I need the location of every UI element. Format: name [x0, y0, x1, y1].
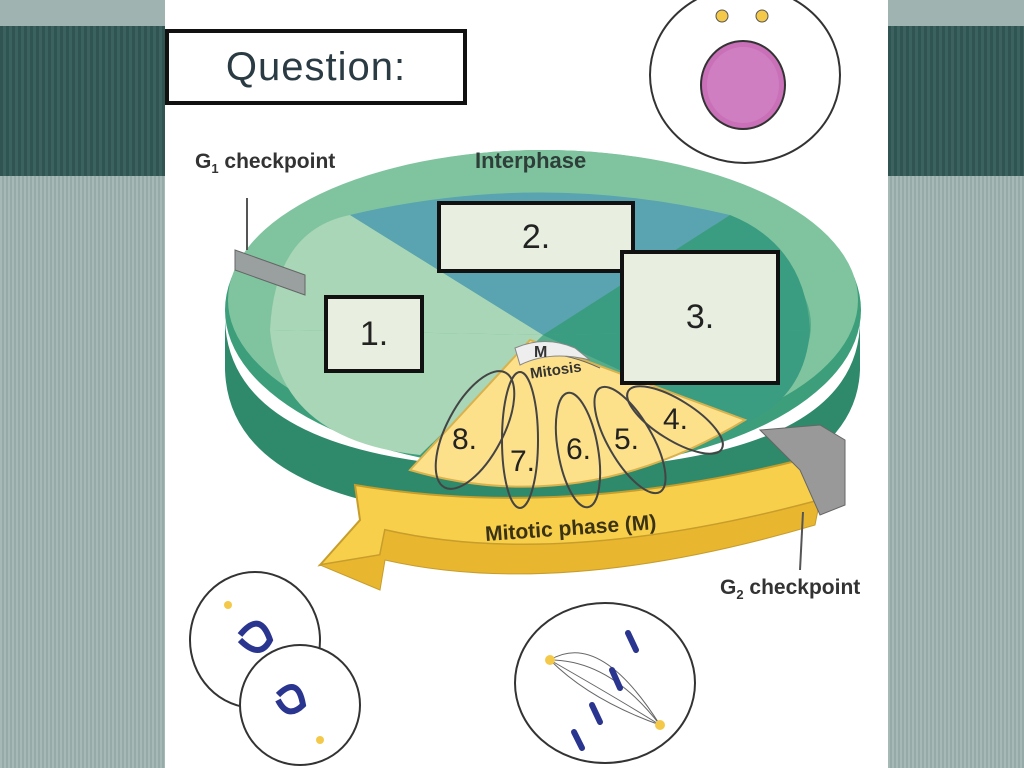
interphase-label: Interphase: [475, 148, 587, 173]
g2-checkpoint-label: G2 checkpoint: [720, 576, 861, 603]
blank-label-2: 2.: [521, 217, 551, 256]
mitotic-phase-arrow: [317, 458, 822, 591]
blank-label-4: 4.: [663, 403, 689, 436]
phase-ellipse-6: [554, 391, 602, 509]
g1-checkpoint-label: G1 checkpoint: [195, 150, 336, 177]
phase-ellipses: [434, 370, 724, 509]
phase-ellipse-7: [501, 371, 539, 509]
question-title: Question:: [225, 44, 407, 89]
left-light-stripes: [0, 176, 165, 768]
right-light-stripes: [888, 176, 1024, 768]
right-dark-band: [888, 26, 1024, 176]
phase-ellipse-5: [593, 385, 667, 495]
cycle-disc-base: [225, 320, 860, 520]
blank-label-5: 5.: [614, 423, 640, 456]
blank-label-1: 1.: [359, 314, 389, 353]
mitotic-wedge: [408, 338, 748, 488]
blank-label-7: 7.: [510, 445, 536, 478]
phase-ellipse-8: [434, 370, 516, 490]
blank-label-8: 8.: [452, 423, 478, 456]
g1-checkpoint-marker: [234, 198, 306, 296]
interphase-cell-illustration: [649, 0, 841, 164]
blank-box-1: 1.: [324, 295, 424, 373]
blank-box-3: 3.: [620, 250, 780, 385]
phase-ellipse-4: [626, 385, 724, 455]
question-title-box: Question:: [165, 29, 467, 105]
blank-box-2: 2.: [437, 201, 635, 273]
blank-label-6: 6.: [566, 433, 592, 466]
blank-label-3: 3.: [685, 298, 715, 336]
metaphase-cell-illustration: [514, 602, 696, 764]
m-label: M: [534, 344, 548, 361]
g2-checkpoint-marker: [758, 424, 846, 571]
left-dark-band: [0, 26, 165, 176]
telophase-cell-illustration: [189, 571, 361, 766]
